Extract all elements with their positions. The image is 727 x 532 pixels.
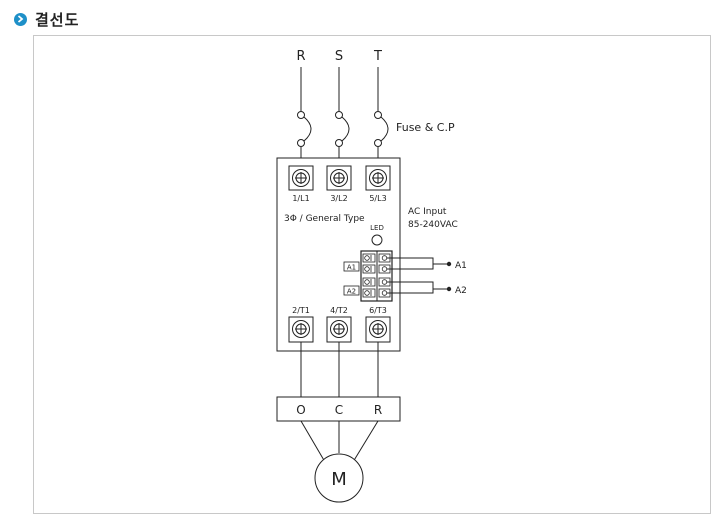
control-output-label-a2: A2 — [455, 286, 467, 296]
terminal-label-t3: 6/T3 — [369, 306, 387, 315]
motor-wires — [300, 420, 379, 463]
control-label-a1: A1 — [347, 264, 356, 272]
a2-connection-dot — [446, 286, 452, 292]
input-terminals — [288, 165, 391, 191]
chevron-right-circle-icon — [14, 12, 27, 26]
type-label: 3Φ / General Type — [284, 214, 365, 224]
ac-input-label: AC Input — [408, 207, 447, 217]
output-terminals — [288, 316, 391, 343]
fuse-label: Fuse & C.P — [396, 121, 455, 134]
supply-label-s: S — [335, 49, 343, 64]
control-label-a2: A2 — [347, 288, 356, 296]
motor-terminal-c: C — [335, 403, 343, 417]
terminal-label-t2: 4/T2 — [330, 306, 348, 315]
motor-terminal-r: R — [374, 403, 382, 417]
control-wires — [387, 257, 449, 294]
led-label: LED — [370, 224, 384, 232]
terminal-screw-t1 — [288, 316, 314, 343]
supply-label-r: R — [296, 49, 305, 64]
terminal-screw-t3 — [365, 316, 391, 343]
a1-connection-dot — [446, 261, 452, 267]
ac-voltage-label: 85-240VAC — [408, 220, 458, 230]
motor-label: M — [331, 469, 347, 490]
motor-symbol — [314, 453, 364, 503]
supply-label-t: T — [373, 49, 382, 64]
section-heading: 결선도 — [14, 8, 79, 30]
diagram-frame — [33, 35, 711, 514]
terminal-label-l2: 3/L2 — [330, 194, 347, 203]
page-title: 결선도 — [35, 10, 80, 29]
output-wires — [300, 342, 379, 397]
control-label-box-a1 — [343, 261, 360, 272]
terminal-label-t1: 2/T1 — [292, 306, 310, 315]
terminal-screw-l2 — [326, 165, 352, 191]
motor-terminal-o: O — [296, 403, 305, 417]
terminal-label-l3: 5/L3 — [369, 194, 386, 203]
control-label-box-a2 — [343, 285, 360, 296]
led-indicator — [371, 234, 383, 246]
terminal-screw-t2 — [326, 316, 352, 343]
terminal-label-l1: 1/L1 — [292, 194, 309, 203]
terminal-screw-l1 — [288, 165, 314, 191]
terminal-screw-l3 — [365, 165, 391, 191]
control-output-label-a1: A1 — [455, 261, 467, 271]
motor-terminal-box — [276, 396, 401, 422]
fuse-symbols — [297, 111, 389, 147]
